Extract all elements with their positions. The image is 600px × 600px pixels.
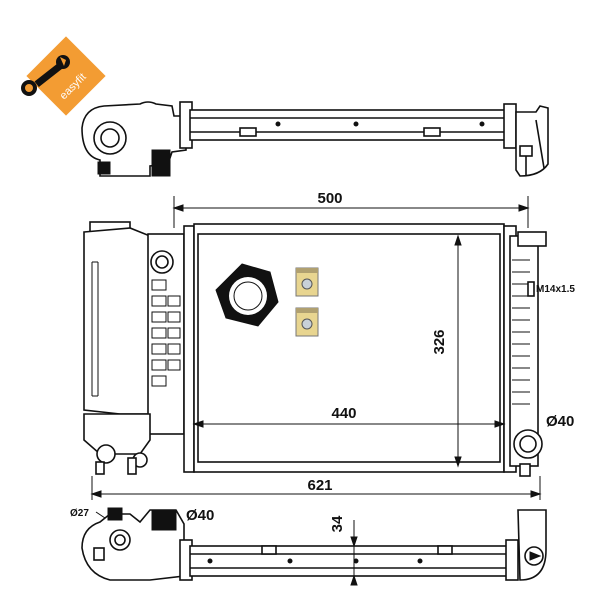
left-tank-ribs [151,279,181,387]
left-bottom-fitting [83,413,151,455]
dimension-width-500: 500 [172,190,530,228]
left-frame-bracket [183,225,195,473]
easyfit-logo: easyfit [21,36,106,116]
label-outlet-d40-right: Ø40 [546,413,574,430]
bottom-right-tank [517,509,547,581]
logo-diamond [26,36,106,116]
expansion-tank [83,227,151,415]
spring-clip-icon-2 [295,307,319,337]
top-tab-1 [239,127,257,137]
right-side-tank [509,235,539,467]
hex-nut-icon [215,263,279,327]
label-outlet-d40-bottom: Ø40 [186,507,214,524]
top-view [81,101,549,177]
front-view [83,221,547,477]
dim-label-34: 34 [329,515,346,532]
right-top-fitting [517,231,547,247]
top-bleed-cap [97,161,111,175]
right-tank-ribs [512,259,530,405]
spring-clip-icon [295,267,319,297]
dim-label-440: 440 [331,405,356,422]
bottom-core-bar [189,545,509,577]
top-tab-2 [423,127,441,137]
top-port-cap [151,149,171,177]
dim-label-326: 326 [431,329,448,354]
top-core-bar [189,109,507,141]
bottom-right-bracket [505,539,519,581]
dimension-depth-34: 34 [329,515,358,586]
wrench-icon [21,55,70,96]
dimension-height-326: 326 [431,234,462,468]
top-port-inner [100,128,120,148]
dim-label-500: 500 [317,190,342,207]
label-port-d27: Ø27 [70,508,89,519]
top-right-cap [519,145,533,157]
label-thread-m14: M14x1.5 [536,284,575,295]
dimension-overall-621: 621 [90,476,542,500]
bottom-view [81,507,547,581]
bottom-port-cap-1 [107,507,123,521]
top-right-bracket [503,103,517,149]
bottom-port-cap-2 [151,509,177,531]
dimension-core-440: 440 [192,405,506,428]
top-right-tank [515,105,549,177]
left-bottom-port [96,444,116,464]
dim-label-621: 621 [307,477,332,494]
right-thread-port [527,281,535,297]
